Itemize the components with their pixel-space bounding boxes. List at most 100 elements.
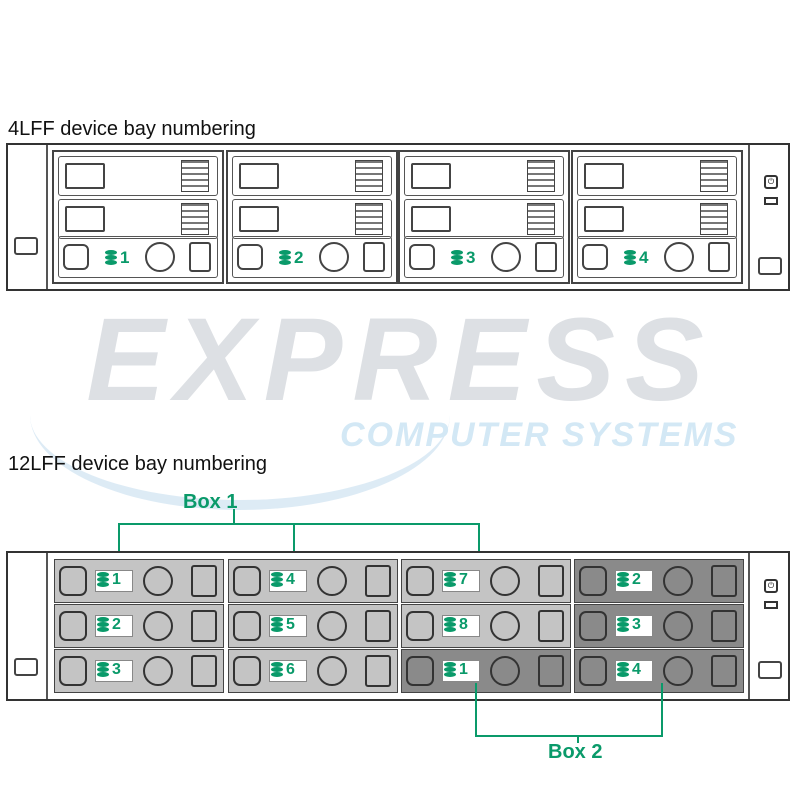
device-bay-box1[interactable]: 1 <box>54 559 224 603</box>
box1-drop-1 <box>118 523 120 573</box>
device-bay-box2[interactable]: 4 <box>574 649 744 693</box>
bay-number-text: 2 <box>112 616 121 633</box>
drive-led-icon <box>317 566 347 596</box>
release-button-icon <box>233 656 261 686</box>
drive-handle-icon <box>711 565 737 597</box>
drive-handle-icon <box>363 242 385 272</box>
drive-handle-icon <box>191 565 217 597</box>
chassis-12lff: ⏻ 1 4 7 2 2 5 8 3 3 6 1 4 <box>6 551 790 701</box>
drive-stack-icon <box>444 617 456 633</box>
box2-bracket <box>475 735 663 737</box>
vent-icon <box>181 203 209 235</box>
drive-blank <box>58 199 218 239</box>
bay-number: 3 <box>451 248 475 268</box>
bay-number-text: 8 <box>459 616 468 633</box>
bay-number: 1 <box>105 248 129 268</box>
drive-stack-icon <box>97 662 109 678</box>
device-bay[interactable]: 2 <box>226 150 398 284</box>
bay-number-text: 5 <box>286 616 295 633</box>
left-ear <box>8 553 48 699</box>
release-button-icon <box>233 566 261 596</box>
drive-led-icon <box>663 656 693 686</box>
device-bay-box2[interactable]: 2 <box>574 559 744 603</box>
drive-blank <box>232 199 392 239</box>
device-bay-box1[interactable]: 7 <box>401 559 571 603</box>
drive-stack-icon <box>624 250 636 266</box>
vent-icon <box>527 160 555 192</box>
left-ear <box>8 145 48 289</box>
drive-led-icon <box>490 566 520 596</box>
drive-led-icon <box>491 242 521 272</box>
drive-handle-icon <box>711 655 737 687</box>
watermark-brand: EXPRESS <box>86 294 714 426</box>
drive-led-icon <box>319 242 349 272</box>
drive-stack-icon <box>444 662 456 678</box>
bay-number: 2 <box>97 616 121 634</box>
drive-stack-icon <box>617 617 629 633</box>
release-button-icon <box>582 244 608 270</box>
bay-number: 2 <box>617 571 641 589</box>
drive-led-icon <box>145 242 175 272</box>
drive-stack-icon <box>617 662 629 678</box>
bay-number-text: 1 <box>120 248 130 267</box>
right-ear: ⏻ <box>748 553 788 699</box>
device-bay-box1[interactable]: 8 <box>401 604 571 648</box>
drive-blank <box>404 199 564 239</box>
drive-led-icon <box>143 656 173 686</box>
bay-number-text: 2 <box>632 571 641 588</box>
drive-handle-icon <box>191 610 217 642</box>
device-bay-box2[interactable]: 1 <box>401 649 571 693</box>
vent-icon <box>700 160 728 192</box>
device-bay-box2[interactable]: 3 <box>574 604 744 648</box>
device-bay-box1[interactable]: 3 <box>54 649 224 693</box>
device-bay-box1[interactable]: 5 <box>228 604 398 648</box>
drive-handle-icon <box>365 565 391 597</box>
drive-blank <box>58 156 218 196</box>
drive-led-icon <box>317 611 347 641</box>
drive-blank <box>404 156 564 196</box>
device-bay-box1[interactable]: 4 <box>228 559 398 603</box>
bay-number: 3 <box>617 616 641 634</box>
bay-number-text: 4 <box>286 571 295 588</box>
bay-number-text: 4 <box>639 248 649 267</box>
drive-stack-icon <box>617 572 629 588</box>
blank-latch-icon <box>239 206 279 232</box>
release-button-icon <box>406 656 434 686</box>
release-button-icon <box>579 566 607 596</box>
bay-number: 1 <box>444 661 468 679</box>
drive-carrier: 4 <box>577 236 737 278</box>
device-bay[interactable]: 4 <box>571 150 743 284</box>
drive-blank <box>577 156 737 196</box>
blank-latch-icon <box>239 163 279 189</box>
bay-number-text: 1 <box>112 571 121 588</box>
blank-latch-icon <box>411 163 451 189</box>
bay-number-text: 6 <box>286 661 295 678</box>
rack-latch-icon <box>14 237 38 255</box>
device-bay-box1[interactable]: 2 <box>54 604 224 648</box>
drive-handle-icon <box>189 242 211 272</box>
vent-icon <box>355 160 383 192</box>
release-button-icon <box>406 611 434 641</box>
drive-led-icon <box>490 611 520 641</box>
drive-stack-icon <box>444 572 456 588</box>
box1-drop-3 <box>478 523 480 573</box>
power-button-icon: ⏻ <box>764 175 778 189</box>
rack-latch-icon <box>758 661 782 679</box>
box1-drop-2 <box>293 523 295 573</box>
drive-handle-icon <box>538 610 564 642</box>
device-bay-box1[interactable]: 6 <box>228 649 398 693</box>
power-button-icon: ⏻ <box>764 579 778 593</box>
box1-label: Box 1 <box>183 491 238 513</box>
blank-latch-icon <box>411 206 451 232</box>
bay-number-text: 1 <box>459 661 468 678</box>
device-bay[interactable]: 3 <box>398 150 570 284</box>
device-bay[interactable]: 1 <box>52 150 224 284</box>
watermark-swoosh <box>30 320 450 510</box>
drive-handle-icon <box>191 655 217 687</box>
blank-latch-icon <box>584 163 624 189</box>
rack-latch-icon <box>758 257 782 275</box>
release-button-icon <box>233 611 261 641</box>
bay-number: 8 <box>444 616 468 634</box>
bay-number: 7 <box>444 571 468 589</box>
release-button-icon <box>406 566 434 596</box>
